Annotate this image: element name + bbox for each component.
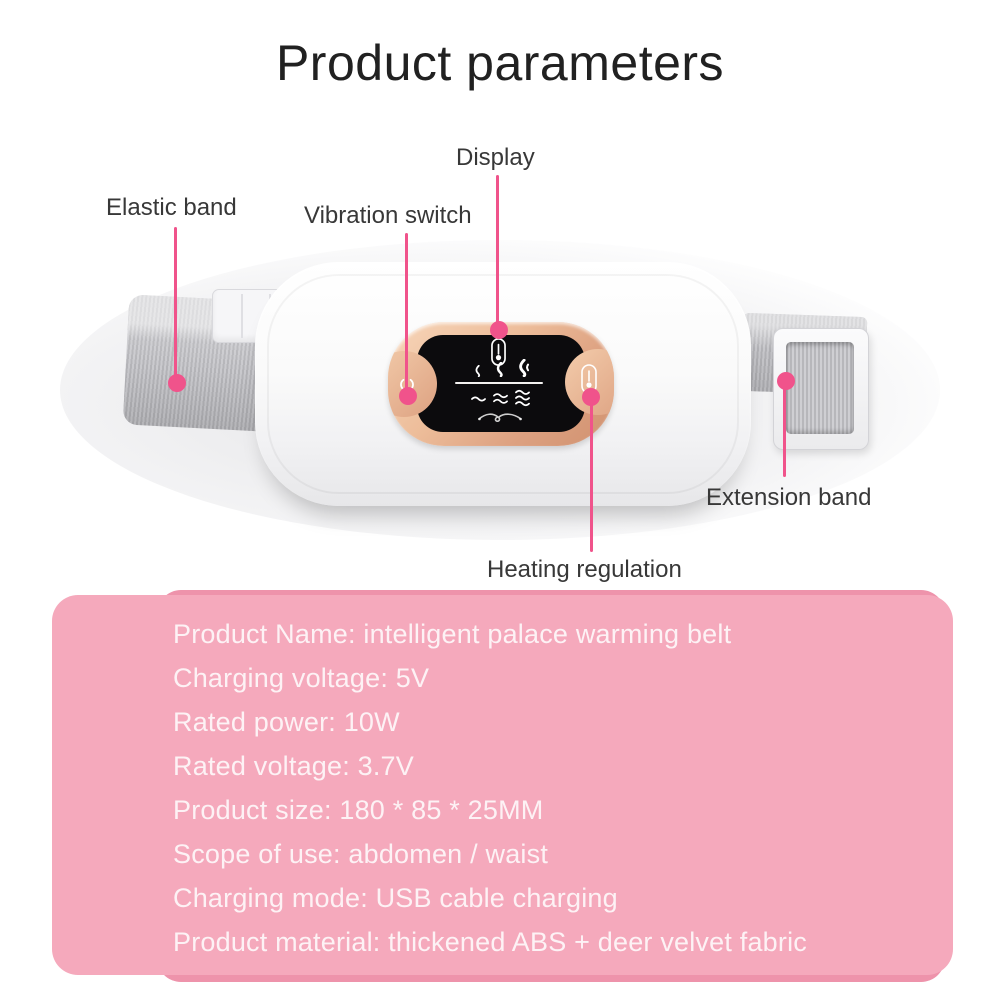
- callout-label-heating-regulation: Heating regulation: [487, 556, 682, 583]
- spec-line-product-name: Product Name: intelligent palace warming…: [173, 619, 732, 649]
- vibration-mid-icon: [493, 393, 508, 404]
- callout-line-extension-band: [783, 382, 786, 477]
- callout-line-elastic-band: [174, 227, 177, 384]
- spec-line-product-size: Product size: 180 * 85 * 25MM: [173, 795, 544, 825]
- callout-line-heating-regulation: [590, 398, 593, 552]
- spec-line-product-material: Product material: thickened ABS + deer v…: [173, 927, 807, 957]
- page-title: Product parameters: [275, 35, 725, 91]
- spec-line-charging-voltage: Charging voltage: 5V: [173, 663, 430, 693]
- flame-high-icon: [519, 359, 530, 377]
- vibration-low-icon: [471, 396, 486, 402]
- callout-dot-extension-band: [777, 372, 795, 390]
- control-panel: [388, 322, 614, 446]
- callout-label-extension-band: Extension band: [706, 484, 872, 511]
- spec-panel: Product Name: intelligent palace warming…: [52, 595, 953, 975]
- callout-dot-elastic-band: [168, 374, 186, 392]
- swirl-ornament-icon: [478, 413, 522, 422]
- spec-line-rated-power: Rated power: 10W: [173, 707, 400, 737]
- callout-label-display: Display: [456, 144, 535, 171]
- callout-dot-vibration-switch: [399, 387, 417, 405]
- callout-dot-heating-regulation: [582, 388, 600, 406]
- spec-line-scope-of-use: Scope of use: abdomen / waist: [173, 839, 549, 869]
- screen-divider: [455, 382, 543, 384]
- callout-label-elastic-band: Elastic band: [106, 194, 237, 221]
- callout-line-display: [496, 175, 499, 331]
- spec-list: Product Name: intelligent palace warming…: [52, 595, 953, 964]
- flame-low-icon: [475, 365, 481, 377]
- vibration-high-icon: [515, 389, 530, 407]
- spec-line-charging-mode: Charging mode: USB cable charging: [173, 883, 618, 913]
- spec-line-rated-voltage: Rated voltage: 3.7V: [173, 751, 414, 781]
- callout-line-vibration-switch: [405, 233, 408, 397]
- buckle-band-window: [786, 342, 854, 434]
- flame-mid-icon: [496, 362, 503, 377]
- callout-label-vibration-switch: Vibration switch: [304, 202, 472, 229]
- callout-dot-display: [490, 321, 508, 339]
